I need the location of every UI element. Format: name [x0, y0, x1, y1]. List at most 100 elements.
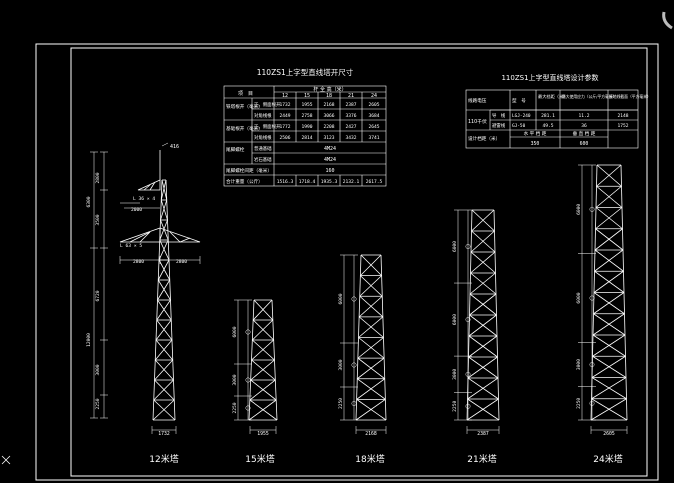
tower-base-dim: 2387 [477, 431, 489, 437]
t12-dim-4: 2250 [95, 398, 101, 409]
tower-15米塔: 6000 3000 2250 1955 15米塔 [232, 299, 278, 465]
tower-dim: 6000 [576, 204, 582, 215]
tower-caption: 24米塔 [593, 453, 622, 465]
t1-h24: 24 [371, 93, 377, 99]
tower-dim: 3000 [576, 359, 582, 370]
t1-cell: 2208 [323, 124, 334, 130]
t12-arm-top: 2000 [131, 207, 142, 213]
t1-cell: 1718.4 [299, 179, 316, 185]
t1-cell: 2645 [368, 124, 379, 130]
tower-caption: 21米塔 [467, 453, 496, 465]
t1-g-spacing: 尾脚螺栓间距（毫米） [226, 167, 272, 174]
t2-r0-value: 2148 [617, 113, 628, 119]
t1-cell: 2617.5 [366, 179, 383, 185]
t12-dim-2: 6720 [95, 290, 101, 301]
t1-cell: 3123 [323, 135, 334, 141]
t2-r0-stress: 11.2 [578, 113, 589, 119]
t12-top-label: 416 [170, 144, 179, 150]
tower-dim: 6000 [338, 293, 344, 304]
t12-dim-3: 3000 [95, 364, 101, 375]
t1-cell: 2168 [323, 102, 334, 108]
t1-g-bolt: 尾脚螺栓 [226, 146, 245, 153]
tower-dim: 2250 [452, 401, 458, 412]
t2-h-stress: 最大使用应力（公斤/平方毫米） [562, 94, 616, 99]
tower-24米塔: 6000 6000 3000 2250 2605 24米塔 [576, 164, 628, 465]
t1-g-found: 基础根开（毫米） [226, 125, 263, 132]
t1-cell: 1990 [301, 124, 312, 130]
t12-dim-1: 3500 [95, 214, 101, 225]
t1-cell: 3684 [368, 113, 379, 119]
t2-r1-type: 避雷线 [492, 122, 506, 129]
tower-dimension-table: 110ZS1上字型直线塔开尺寸 项 目 杆 全 高（米） 12 15 18 21… [223, 67, 387, 187]
t1-cell: 1516.3 [277, 179, 294, 185]
tower-dim: 6000 [576, 292, 582, 303]
table2-title: 110ZS1上字型直线塔设计参数 [501, 73, 598, 82]
tower-dim: 3000 [232, 374, 238, 385]
t2-r0-span: 281.1 [541, 113, 555, 119]
t2-voltage: 110千伏 [468, 118, 487, 125]
t12-dim-0: 2800 [95, 172, 101, 183]
tower-12m: 416 L 36 × 4 2000 L 63 × 5 2800 2800 280… [86, 142, 201, 465]
t1-bolt-rock: 4M24 [324, 157, 336, 163]
outer-border [35, 43, 659, 481]
t2-h-type: 型 号 [512, 97, 526, 104]
tower-caption: 15米塔 [245, 453, 274, 465]
t2-h-span: 最大档距（米） [538, 93, 567, 100]
tower-dim: 3000 [452, 369, 458, 380]
t12-total1: 6300 [86, 196, 92, 207]
t1-cell: 3066 [323, 113, 334, 119]
t2-vertical-value: 600 [580, 141, 589, 147]
tower-dim: 3000 [338, 359, 344, 370]
t2-horizontal-label: 水 平 档 距 [524, 130, 547, 137]
t1-r1-name: 对角线根 [254, 112, 272, 119]
t1-cell: 2506 [279, 135, 290, 141]
t12-arm-left: 2800 [133, 259, 144, 265]
t1-cell: 1732 [279, 102, 290, 108]
tower-dim: 2250 [232, 402, 238, 413]
t1-h15: 15 [304, 93, 310, 99]
t1-cell: 3741 [368, 135, 379, 141]
tower-dim: 6000 [232, 326, 238, 337]
t1-cell: 2758 [301, 113, 312, 119]
t2-horizontal-value: 350 [531, 141, 540, 147]
t2-r0-type: 导 线 [492, 112, 506, 119]
tower-caption: 18米塔 [355, 453, 384, 465]
t1-r2-name: 正、侧面根开 [254, 123, 281, 130]
t2-h-ground: 接地线截面（平方毫米） [609, 94, 651, 99]
t12-arm-right: 2800 [176, 259, 187, 265]
tower-dim: 6000 [452, 314, 458, 325]
t1-r5-name: 岩石基础 [254, 156, 272, 163]
t1-cell: 2132.1 [343, 179, 360, 185]
t1-cell: 3376 [345, 113, 356, 119]
t12-caption: 12米塔 [149, 453, 178, 465]
tower-base-dim: 2605 [603, 431, 615, 437]
t1-bolt-normal: 4M24 [324, 146, 336, 152]
t1-cell: 2449 [279, 113, 290, 119]
design-parameter-table: 110ZS1上字型直线塔设计参数 线路电压 型 号 最大档距（米） 最大使用应力… [465, 73, 651, 149]
t1-r4-name: 普通基础 [254, 145, 272, 152]
t2-h-voltage: 线路电压 [468, 97, 487, 104]
view-cube-fragment[interactable] [662, 11, 673, 30]
t1-g-weight: 合计重量（公斤） [226, 178, 263, 185]
t1-header-height: 杆 全 高（米） [313, 86, 346, 93]
t2-r1-stress: 36 [581, 123, 587, 129]
t12-angle2: L 63 × 5 [120, 243, 142, 249]
t1-h18: 18 [326, 93, 332, 99]
t2-r0-model: LGJ-240 [512, 113, 531, 119]
t1-r3-name: 对角线根 [254, 134, 272, 141]
t1-bolt-spacing: 160 [325, 168, 334, 174]
tower-base-dim: 1955 [257, 431, 269, 437]
t12-base: 1732 [158, 431, 170, 437]
tower-dim: 2250 [576, 398, 582, 409]
t1-h21: 21 [348, 93, 354, 99]
inner-border [70, 47, 648, 477]
t2-r1-model: GJ-50 [512, 123, 526, 129]
t2-span-label: 设计档距（米） [468, 135, 500, 142]
table1-title: 110ZS1上字型直线塔开尺寸 [257, 67, 354, 77]
t1-g-tower: 铁塔根开（毫米） [226, 103, 263, 110]
t1-cell: 2605 [368, 102, 379, 108]
t1-cell: 1935.3 [321, 179, 338, 185]
